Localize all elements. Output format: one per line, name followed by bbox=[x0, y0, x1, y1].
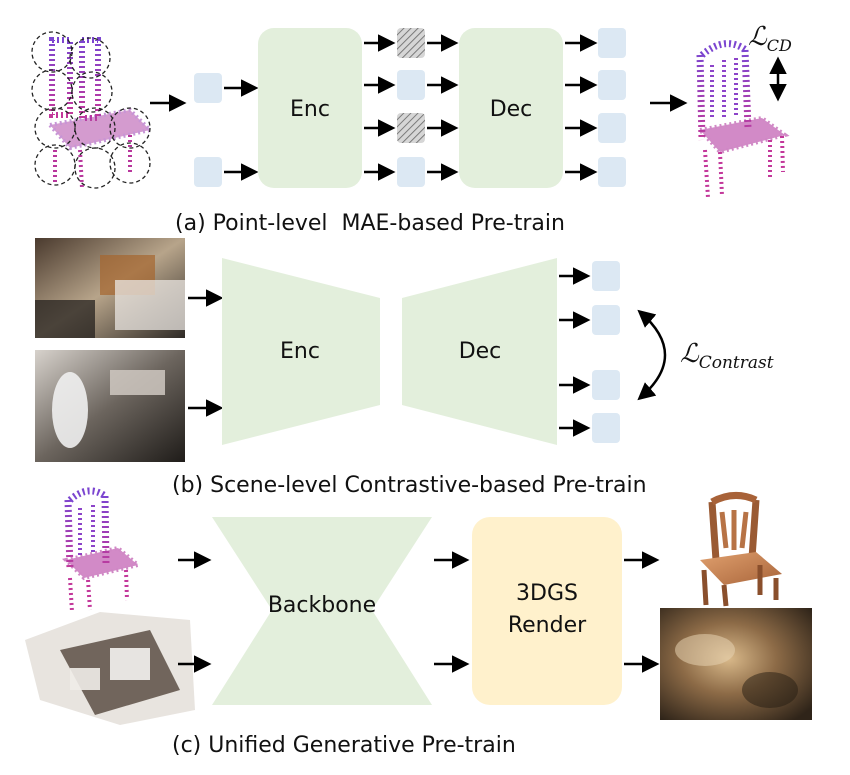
output-token bbox=[598, 113, 626, 143]
input-token bbox=[194, 157, 222, 187]
gs-render-label-line2: Render bbox=[508, 613, 587, 638]
enc-output-arrows bbox=[364, 34, 396, 181]
input-chair-pointcloud bbox=[46, 37, 154, 189]
decoder-trapezoid bbox=[402, 258, 557, 445]
output-token bbox=[598, 70, 626, 100]
contrast-output-arrows bbox=[559, 267, 591, 437]
output-token bbox=[598, 157, 626, 187]
patch-circles bbox=[31, 31, 151, 189]
rendered-scene-image bbox=[660, 608, 812, 720]
reconstructed-chair-pointcloud bbox=[696, 40, 790, 199]
backbone-label: Backbone bbox=[268, 593, 376, 618]
caption-b: (b) Scene-level Contrastive-based Pre-tr… bbox=[172, 473, 647, 498]
decoder-label: Dec bbox=[490, 97, 533, 122]
contrast-loss-label: ℒContrast bbox=[680, 339, 774, 373]
gs-render-label-line1: 3DGS bbox=[516, 581, 578, 606]
decoder-block bbox=[459, 28, 563, 188]
scene-view-1 bbox=[35, 238, 185, 338]
dec-input-arrows bbox=[427, 34, 459, 181]
caption-c: (c) Unified Generative Pre-train bbox=[172, 733, 516, 758]
backbone-hourglass bbox=[212, 517, 432, 705]
feature-token bbox=[592, 305, 620, 335]
scene-view-2 bbox=[35, 350, 185, 462]
cd-loss-label: ℒCD bbox=[748, 22, 792, 55]
panel-b: Enc Dec ℒContrast (b) Scene-level Contra… bbox=[35, 238, 774, 498]
encoder-block bbox=[258, 28, 362, 188]
dec-output-arrows bbox=[565, 34, 598, 181]
encoder-trapezoid bbox=[222, 258, 380, 445]
encoder-label-b: Enc bbox=[280, 339, 320, 364]
panel-c: Backbone 3DGS Render (c) Unified Generat… bbox=[25, 487, 812, 758]
input-chair-pointcloud-c bbox=[62, 487, 143, 613]
input-token bbox=[194, 73, 222, 103]
feature-token bbox=[592, 261, 620, 291]
masked-token bbox=[397, 113, 425, 143]
output-token bbox=[598, 28, 626, 58]
contrast-loss-arrow bbox=[637, 309, 667, 401]
gs-render-block bbox=[472, 517, 622, 705]
panel-a: Enc Dec bbox=[31, 22, 792, 236]
decoder-label-b: Dec bbox=[459, 339, 502, 364]
rendered-chair-image bbox=[700, 492, 782, 607]
visible-token bbox=[397, 157, 425, 187]
masked-token bbox=[397, 28, 425, 58]
visible-token bbox=[397, 70, 425, 100]
caption-a: (a) Point-level MAE-based Pre-train bbox=[175, 211, 565, 236]
feature-token bbox=[592, 370, 620, 400]
input-scene-pointcloud bbox=[25, 612, 195, 725]
feature-token bbox=[592, 413, 620, 443]
encoder-label: Enc bbox=[290, 97, 330, 122]
